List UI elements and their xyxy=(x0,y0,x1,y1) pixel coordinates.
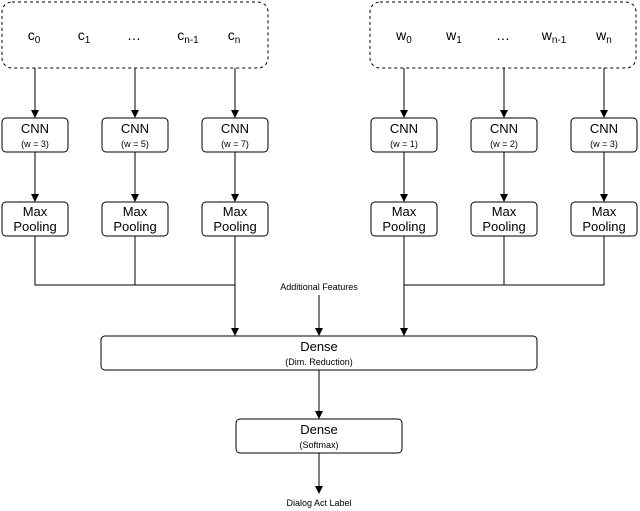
dense-subtitle: (Dim. Reduction) xyxy=(285,357,353,367)
dense-subtitle: (Softmax) xyxy=(299,440,338,450)
max-pooling-block: Max Pooling xyxy=(470,201,538,237)
word-sequence-box xyxy=(369,1,637,69)
cnn-title: CNN xyxy=(21,121,49,136)
cnn-title: CNN xyxy=(121,121,149,136)
svg-text:Max: Max xyxy=(123,204,148,219)
cnn-title: CNN xyxy=(221,121,249,136)
merge-connector xyxy=(404,236,605,286)
svg-text:Max: Max xyxy=(392,204,417,219)
word-token: w1 xyxy=(445,27,462,46)
merge-connector xyxy=(34,236,235,286)
char-token: cn-1 xyxy=(177,27,199,46)
cnn-block: CNN (w = 7) xyxy=(201,117,269,153)
cnn-param: (w = 3) xyxy=(590,139,618,149)
dense-title: Dense xyxy=(300,339,338,354)
cnn-block: CNN (w = 2) xyxy=(470,117,538,153)
dense-dim-reduction-block: Dense (Dim. Reduction) xyxy=(100,335,538,371)
cnn-block: CNN (w = 3) xyxy=(1,117,69,153)
cnn-block: CNN (w = 1) xyxy=(370,117,438,153)
cnn-title: CNN xyxy=(490,121,518,136)
cnn-title: CNN xyxy=(390,121,418,136)
cnn-param: (w = 1) xyxy=(390,139,418,149)
cnn-title: CNN xyxy=(590,121,618,136)
svg-text:Max: Max xyxy=(592,204,617,219)
cnn-param: (w = 5) xyxy=(121,139,149,149)
svg-text:Pooling: Pooling xyxy=(213,219,256,234)
svg-text:Max: Max xyxy=(23,204,48,219)
svg-text:Pooling: Pooling xyxy=(582,219,625,234)
svg-text:Pooling: Pooling xyxy=(113,219,156,234)
svg-text:Pooling: Pooling xyxy=(382,219,425,234)
word-token: w0 xyxy=(395,27,412,46)
max-pooling-block: Max Pooling xyxy=(570,201,638,237)
cnn-block: CNN (w = 5) xyxy=(101,117,169,153)
max-pooling-block: Max Pooling xyxy=(1,201,69,237)
cnn-param: (w = 3) xyxy=(21,139,49,149)
dense-softmax-block: Dense (Softmax) xyxy=(235,418,403,454)
svg-text:Pooling: Pooling xyxy=(13,219,56,234)
max-pooling-block: Max Pooling xyxy=(201,201,269,237)
svg-text:Max: Max xyxy=(223,204,248,219)
max-pooling-block: Max Pooling xyxy=(101,201,169,237)
char-token-ellipsis: … xyxy=(127,27,141,43)
word-token: wn xyxy=(595,27,612,46)
cnn-param: (w = 7) xyxy=(221,139,249,149)
word-token: wn-1 xyxy=(541,27,567,46)
max-pooling-block: Max Pooling xyxy=(370,201,438,237)
dense-title: Dense xyxy=(300,422,338,437)
cnn-block: CNN (w = 3) xyxy=(570,117,638,153)
svg-text:Pooling: Pooling xyxy=(482,219,525,234)
char-token: cn xyxy=(228,27,241,46)
svg-text:Max: Max xyxy=(492,204,517,219)
additional-features-label: Additional Features xyxy=(280,282,358,292)
cnn-param: (w = 2) xyxy=(490,139,518,149)
char-token: c0 xyxy=(28,27,41,46)
word-token-ellipsis: … xyxy=(496,27,510,43)
output-label: Dialog Act Label xyxy=(286,498,351,508)
char-token: c1 xyxy=(78,27,91,46)
